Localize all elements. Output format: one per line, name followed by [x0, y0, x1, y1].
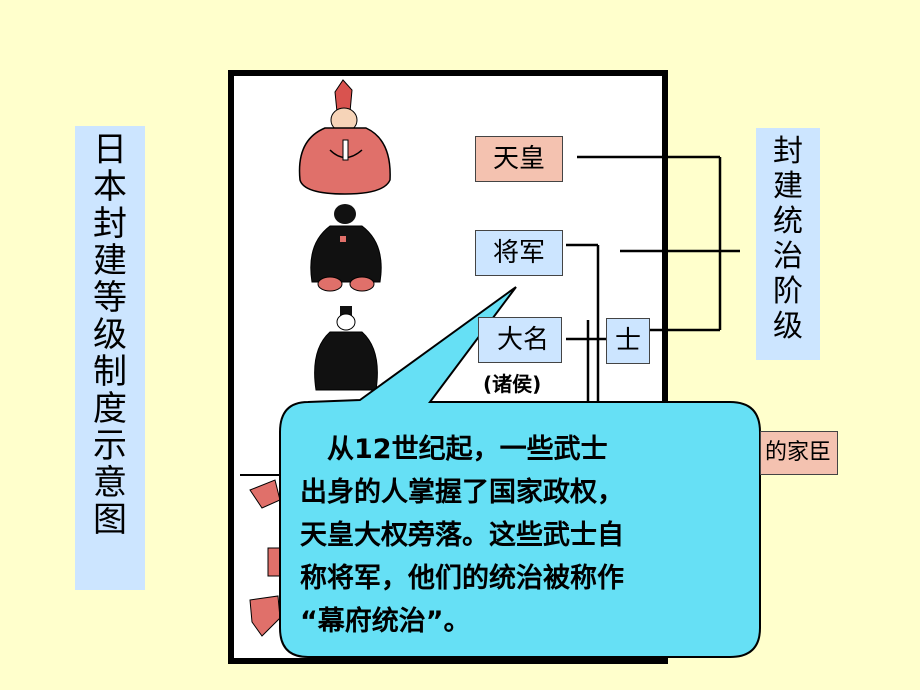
callout-line: 天皇大权旁落。这些武士自 — [300, 520, 624, 551]
title-char: 本 — [93, 167, 127, 207]
emperor-figure — [298, 79, 391, 195]
callout-bubble — [279, 286, 761, 658]
ruling-class-char: 治 — [773, 239, 803, 274]
title-char: 度 — [93, 389, 127, 429]
callout-line: 称将军，他们的统治被称作 — [300, 563, 624, 594]
title-char: 建 — [93, 241, 127, 281]
daimyo-label: 大名 — [478, 317, 562, 363]
shi-label: 士 — [606, 318, 650, 364]
emperor-label: 天皇 — [475, 136, 563, 182]
title-char: 日 — [93, 130, 127, 170]
title-char: 图 — [93, 500, 127, 540]
ruling-class-char: 阶 — [773, 274, 803, 309]
daimyo-label-text: 大名 — [496, 325, 549, 355]
ruling-class-char: 级 — [773, 309, 803, 344]
title-char: 制 — [93, 352, 127, 392]
callout-text: 从12世纪起，一些武士 出身的人掌握了国家政权， 天皇大权旁落。这些武士自 称将… — [300, 428, 760, 643]
title-char: 等 — [93, 278, 127, 318]
shogun-figure — [310, 204, 382, 292]
title-char: 意 — [93, 463, 127, 503]
title-char: 封 — [93, 204, 127, 244]
retainer-label-text: 的家臣 — [764, 440, 831, 465]
title-char: 级 — [93, 315, 127, 355]
daimyo-figure — [314, 306, 378, 391]
ruling-class-char: 封 — [773, 134, 803, 169]
callout-line: “幕府统治”。 — [300, 606, 471, 637]
zhuhou-label: (诸侯) — [483, 372, 542, 396]
diagram-title-vertical: 日 本 封 建 等 级 制 度 示 意 图 — [75, 126, 145, 590]
ruling-class-char: 建 — [773, 169, 803, 204]
ruling-class-label-vertical: 封 建 统 治 阶 级 — [756, 128, 820, 360]
ruling-class-char: 统 — [773, 204, 803, 239]
callout-line: 从12世纪起，一些武士 — [300, 434, 608, 465]
retainer-label: 的家臣 — [760, 431, 838, 475]
title-char: 示 — [93, 426, 127, 466]
shogun-label: 将军 — [475, 230, 563, 276]
callout-line: 出身的人掌握了国家政权， — [300, 477, 624, 508]
